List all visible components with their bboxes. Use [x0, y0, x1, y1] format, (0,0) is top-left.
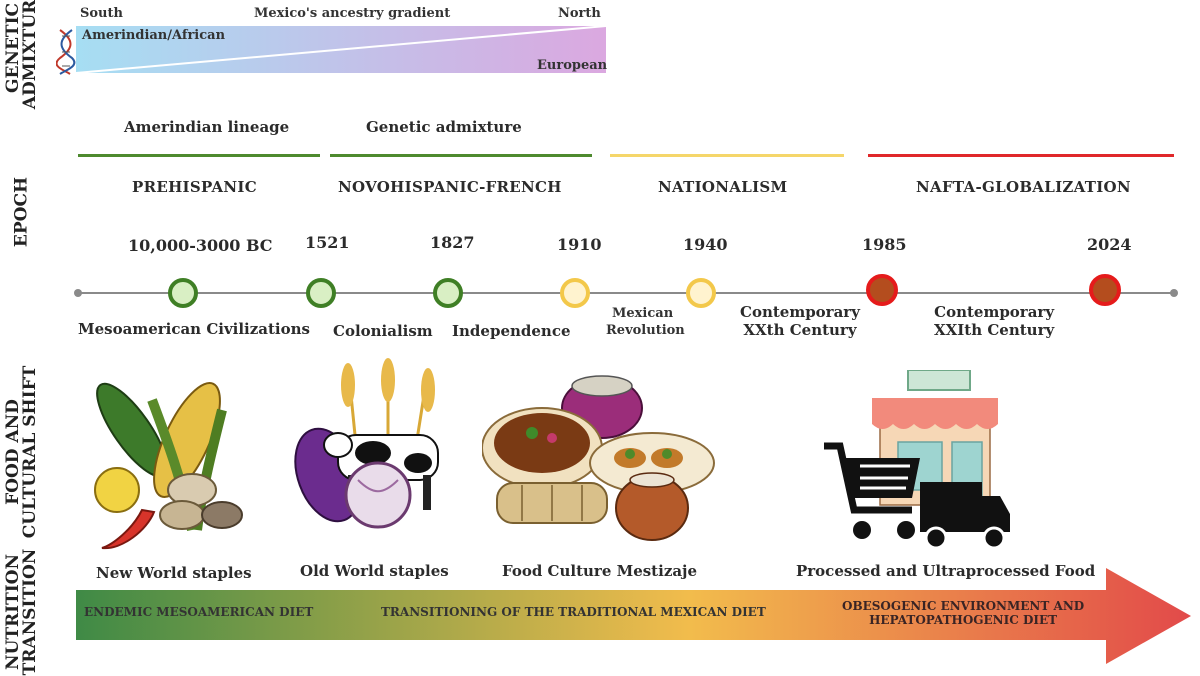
year-prehispanic-range: 10,000-3000 BC: [128, 236, 273, 255]
dna-icon: [56, 29, 76, 75]
event-mexican: Mexican: [612, 306, 674, 321]
side-label-epoch: EPOCH: [11, 176, 32, 248]
timeline-axis: [78, 292, 1174, 294]
year-2024: 2024: [1087, 235, 1132, 254]
old-world-staples-illustration: [294, 358, 439, 529]
timeline-dot-1521: [306, 278, 336, 308]
year-1985: 1985: [862, 235, 907, 254]
gradient-european: European: [537, 58, 608, 73]
food-mestizaje-illustration: [482, 375, 715, 541]
food-label-old-world: Old World staples: [300, 562, 449, 580]
epoch-line-novohispanic: [330, 154, 592, 157]
timeline-dot-1940: [686, 278, 716, 308]
timeline-end-cap: [1170, 289, 1178, 297]
gradient-amerindian-african: Amerindian/African: [82, 28, 226, 43]
gradient-title: Mexico's ancestry gradient: [254, 6, 451, 21]
epoch-nafta-globalization: NAFTA-GLOBALIZATION: [916, 178, 1131, 196]
processed-food-illustration: [824, 370, 1010, 550]
year-1940: 1940: [683, 235, 728, 254]
ancestry-gradient-bar: [56, 26, 607, 75]
amerindian-lineage-label: Amerindian lineage: [124, 118, 290, 136]
epoch-line-nafta: [868, 154, 1174, 157]
year-1910: 1910: [557, 235, 602, 254]
nutrition-transition-arrow: [76, 568, 1191, 664]
timeline-dot-1910: [560, 278, 590, 308]
year-1827: 1827: [430, 233, 475, 252]
food-label-new-world: New World staples: [96, 564, 252, 582]
year-1521: 1521: [305, 233, 350, 252]
epoch-line-prehispanic: [78, 154, 320, 157]
nutrition-obesogenic-environment: OBESOGENIC ENVIRONMENT AND HEPATOPATHOGE…: [842, 599, 1085, 627]
event-contemporary-xx: Contemporary XXth Century: [740, 303, 860, 339]
timeline-dot-2024: [1089, 274, 1121, 306]
timeline-dot-prehispanic: [168, 278, 198, 308]
shopping-cart-icon: [824, 442, 920, 539]
timeline-dot-1827: [433, 278, 463, 308]
epoch-nationalism: NATIONALISM: [658, 178, 788, 196]
event-independence: Independence: [452, 322, 571, 340]
delivery-truck-icon: [920, 482, 1010, 550]
new-world-staples-illustration: [94, 382, 243, 550]
epoch-line-nationalism: [610, 154, 844, 157]
event-contemporary-xxi: Contemporary XXIth Century: [934, 303, 1055, 339]
gradient-north-label: North: [558, 6, 601, 21]
timeline-dot-1985: [866, 274, 898, 306]
epoch-prehispanic: PREHISPANIC: [132, 178, 257, 196]
food-label-mestizaje: Food Culture Mestizaje: [502, 562, 698, 580]
genetic-admixture-label: Genetic admixture: [366, 118, 522, 136]
food-label-processed: Processed and Ultraprocessed Food: [796, 562, 1096, 580]
store-sign-icon: [907, 370, 971, 391]
timeline-start-cap: [74, 289, 82, 297]
nutrition-endemic-diet: ENDEMIC MESOAMERICAN DIET: [84, 605, 314, 619]
event-mesoamerican-civilizations: Mesoamerican Civilizations: [78, 320, 310, 338]
nutrition-transitioning-diet: TRANSITIONING OF THE TRADITIONAL MEXICAN…: [381, 605, 766, 619]
event-colonialism: Colonialism: [333, 322, 433, 340]
event-revolution: Revolution: [606, 323, 685, 338]
gradient-south-label: South: [80, 6, 123, 21]
epoch-novohispanic-french: NOVOHISPANIC-FRENCH: [338, 178, 562, 196]
